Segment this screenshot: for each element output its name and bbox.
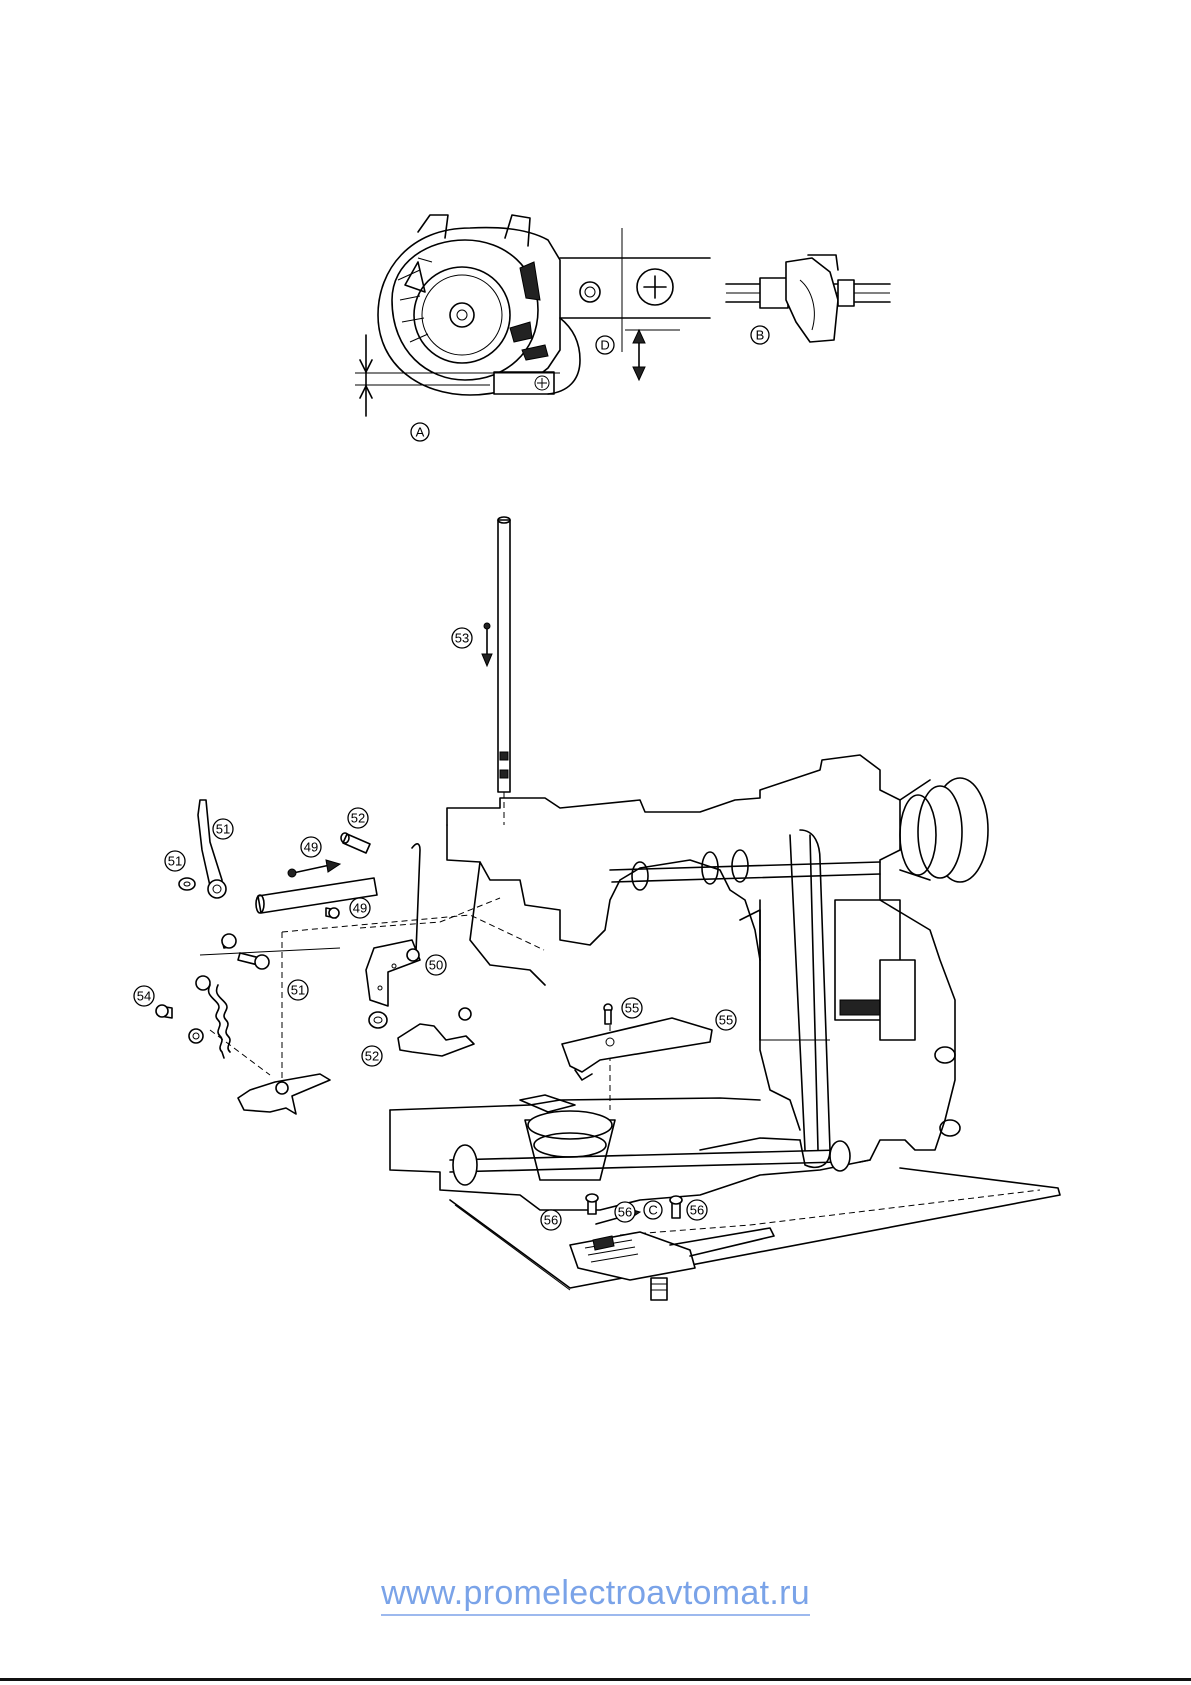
svg-text:56: 56 [618,1205,632,1220]
callout-51-top: 51 [213,819,233,839]
callout-52-top: 52 [348,808,368,828]
svg-text:B: B [756,328,765,343]
callout-56-left: 56 [541,1210,561,1230]
callout-c: C [644,1201,662,1219]
callout-50: 50 [426,955,446,975]
svg-text:52: 52 [351,811,365,826]
callout-49-bottom: 49 [350,898,370,918]
svg-text:52: 52 [365,1049,379,1064]
svg-text:54: 54 [137,989,151,1004]
callout-56-mid: 56 [615,1202,635,1222]
svg-text:C: C [648,1203,657,1218]
bracket-part [366,940,420,1006]
needle-bar [482,517,510,825]
svg-text:51: 51 [291,983,305,998]
callout-a: A [411,423,429,441]
callout-49-top: 49 [301,837,321,857]
callout-54: 54 [134,986,154,1006]
callout-51-left: 51 [165,851,185,871]
svg-text:56: 56 [544,1213,558,1228]
callout-labels: A B D C 53 51 51 49 49 52 50 51 54 52 55 [134,326,769,1230]
svg-text:50: 50 [429,958,443,973]
svg-text:49: 49 [353,901,367,916]
svg-text:51: 51 [168,854,182,869]
bottom-rule [0,1678,1191,1681]
callout-53: 53 [452,628,472,648]
callout-55-right: 55 [716,1010,736,1030]
callout-55-left: 55 [622,998,642,1018]
plate-part [369,1008,474,1056]
watermark-text[interactable]: www.promelectroavtomat.ru [381,1574,810,1616]
detail-hook-side-view [726,255,890,342]
svg-text:A: A [416,425,425,440]
callout-56-right: 56 [687,1200,707,1220]
callout-b: B [751,326,769,344]
lever-part [179,800,226,898]
svg-text:56: 56 [690,1203,704,1218]
svg-text:55: 55 [625,1001,639,1016]
svg-text:53: 53 [455,631,469,646]
callout-d: D [596,336,614,354]
pin-part [341,833,370,853]
svg-text:D: D [600,338,609,353]
svg-text:49: 49 [304,840,318,855]
callout-51-mid: 51 [288,980,308,1000]
callout-52-bottom: 52 [362,1046,382,1066]
svg-text:51: 51 [216,822,230,837]
detail-bobbin-case [355,215,710,416]
watermark-url[interactable]: www.promelectroavtomat.ru [0,1574,1191,1613]
link-part [238,1074,330,1114]
svg-text:55: 55 [719,1013,733,1028]
